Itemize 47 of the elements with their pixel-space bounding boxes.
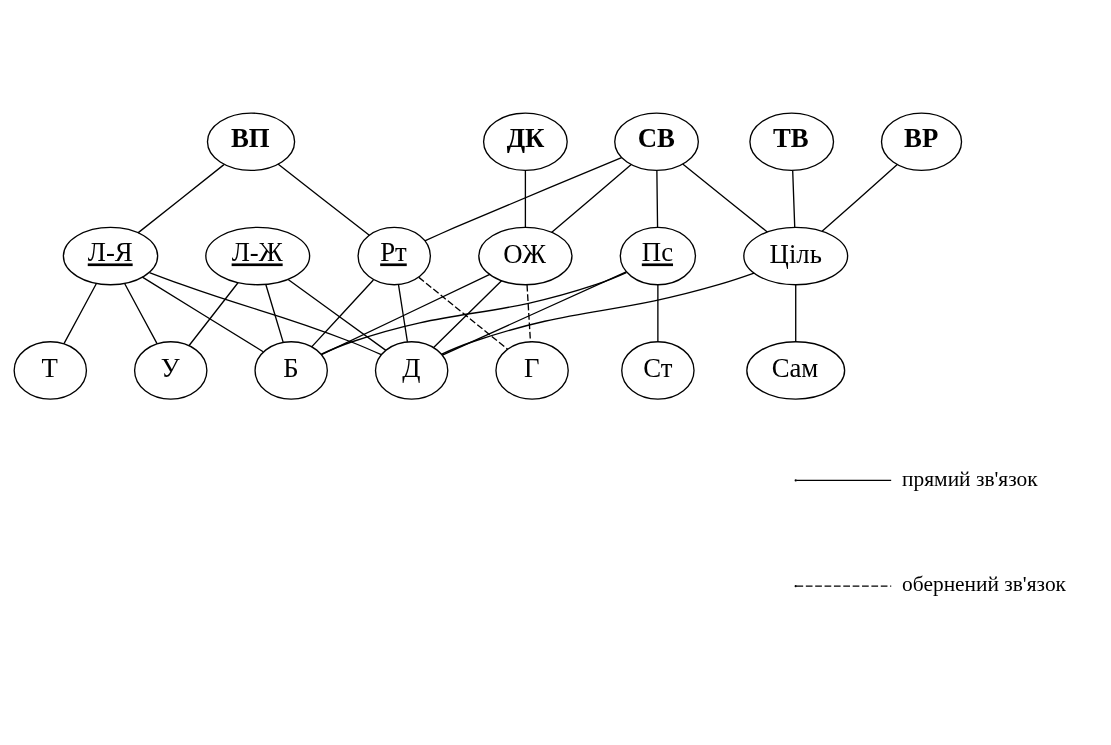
node-ellipse: СВ: [614, 112, 699, 172]
connector: [432, 279, 503, 349]
connector: [311, 279, 375, 348]
node-ellipse: ТВ: [749, 112, 835, 172]
connector: [792, 170, 796, 229]
node-ellipse: Ціль: [743, 226, 849, 286]
connector: [656, 170, 659, 229]
node-ellipse: Пс: [619, 226, 697, 286]
node-ellipse: Л-Ж: [205, 226, 311, 286]
connector: [657, 284, 659, 343]
connector: [63, 282, 98, 345]
node-ellipse: ВР: [880, 112, 963, 172]
connector: [550, 163, 632, 234]
connector: [148, 271, 382, 356]
connector: [320, 271, 628, 355]
connector: [320, 273, 491, 356]
connector: [682, 163, 768, 233]
connector: [441, 271, 627, 356]
connector: [287, 278, 387, 352]
connector: [265, 283, 284, 344]
legend-label: прямий зв'язок: [902, 466, 1038, 491]
connector: [795, 284, 797, 343]
connector: [123, 282, 158, 345]
connector: [418, 276, 509, 350]
node-ellipse: Л-Я: [62, 226, 159, 286]
node-ellipse: ОЖ: [478, 226, 573, 286]
node-ellipse: Ст: [621, 341, 695, 400]
connector: [397, 283, 409, 343]
connector: [821, 163, 898, 232]
connector: [277, 163, 370, 236]
node-ellipse: Г: [495, 341, 569, 400]
node-ellipse: Рт: [357, 226, 432, 286]
node-ellipse: Сам: [746, 341, 846, 400]
node-ellipse: ДК: [482, 112, 568, 172]
node-ellipse: Б: [254, 341, 328, 400]
node-ellipse: Т: [13, 341, 88, 400]
connector: [188, 282, 239, 347]
connector: [526, 284, 532, 343]
legend-label: обернений зв'язок: [902, 572, 1067, 597]
node-ellipse: У: [133, 341, 208, 400]
node-ellipse: Д: [374, 341, 449, 400]
connector: [137, 163, 225, 234]
connector: [424, 156, 623, 242]
connector: [141, 276, 264, 353]
connector: [441, 272, 755, 355]
node-ellipse: ВП: [206, 112, 296, 172]
connector: [524, 170, 527, 229]
